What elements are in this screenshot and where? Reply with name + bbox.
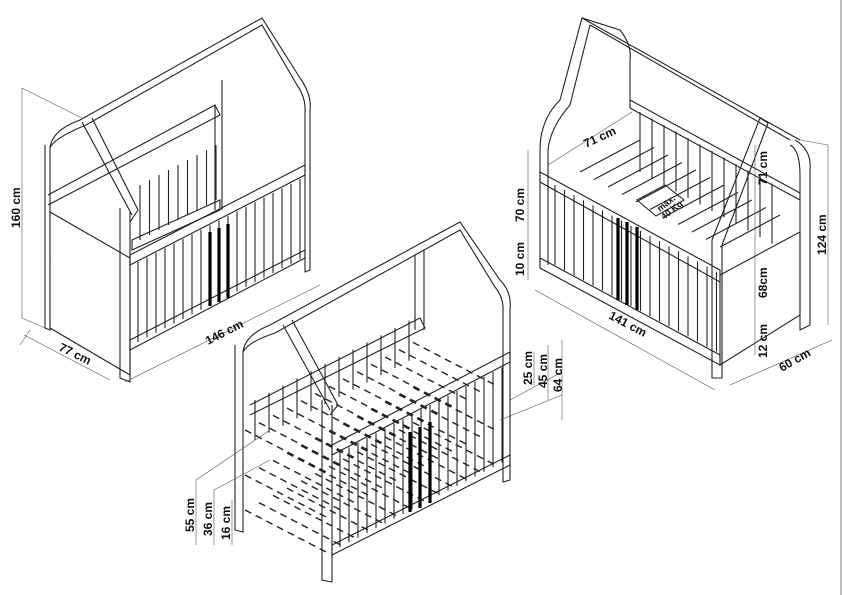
dimension-line — [499, 340, 563, 421]
dim-right-roof-height: 71 cm — [756, 151, 770, 185]
slat — [384, 356, 471, 402]
dim-left-height: 160 cm — [9, 187, 23, 228]
slat — [370, 363, 457, 409]
slat — [649, 177, 711, 210]
dim-right-upper-rail: 70 cm — [513, 188, 527, 222]
slat — [314, 392, 401, 439]
crib-right-bottom-rail — [539, 257, 721, 366]
slat — [677, 192, 739, 225]
dim-mid-25: 25 cm — [521, 351, 535, 385]
slat — [356, 415, 443, 462]
dim-mid-55: 55 cm — [183, 498, 197, 532]
crib-middle-slats — [254, 320, 503, 547]
slat — [621, 162, 683, 195]
slat — [328, 385, 415, 431]
crib-middle-front-post — [321, 400, 333, 583]
slat — [328, 465, 415, 511]
crib-right-back-rail — [629, 99, 801, 201]
crib-left-top-rail — [129, 164, 306, 266]
dim-left-length: 146 cm — [203, 317, 246, 348]
slat — [412, 421, 499, 468]
crib-right — [527, 17, 833, 391]
slat — [412, 341, 499, 388]
slat — [663, 184, 725, 218]
slat — [579, 139, 641, 173]
adjustable-base-positions — [244, 341, 499, 555]
slat — [314, 472, 401, 519]
mattress-base-slats — [579, 139, 781, 248]
slat — [244, 509, 331, 555]
dim-mid-36: 36 cm — [201, 502, 215, 536]
slat — [300, 400, 387, 446]
slat — [258, 422, 345, 468]
slat — [286, 452, 373, 498]
crib-left-back-post — [214, 80, 223, 210]
slat — [691, 199, 753, 233]
slat — [398, 429, 485, 475]
crib-middle-top-rail — [331, 351, 511, 456]
slat — [286, 407, 373, 453]
slat — [398, 349, 485, 395]
crib-left-back-rail — [47, 104, 221, 206]
weight-icon — [636, 184, 685, 217]
slat — [719, 214, 781, 248]
slat — [370, 443, 457, 489]
dim-mid-64: 64 cm — [551, 358, 565, 392]
crib-left-front-post — [119, 208, 131, 383]
crib-right-slats — [554, 112, 773, 352]
slat — [258, 502, 345, 548]
dim-right-side-height: 68cm — [756, 267, 770, 298]
dim-right-inner-width: 71 cm — [581, 124, 618, 151]
dim-mid-16: 16 cm — [219, 506, 233, 540]
crib-left-slats — [137, 145, 301, 342]
slat — [705, 207, 767, 240]
slat — [314, 437, 401, 484]
dim-right-floor-clearance: 12 cm — [756, 324, 770, 358]
slat — [607, 154, 669, 188]
dim-mid-45: 45 cm — [536, 354, 550, 388]
slat — [300, 480, 387, 526]
dim-right-depth: 60 cm — [777, 345, 813, 374]
crib-left-bottom-rail — [129, 249, 306, 351]
slat — [272, 494, 359, 541]
slat — [593, 147, 655, 180]
dimension-line — [19, 284, 321, 383]
slat — [384, 436, 471, 482]
dim-right-lower-gap: 10 cm — [513, 242, 527, 276]
slat — [356, 370, 443, 417]
slat — [412, 386, 499, 433]
dimension-line — [534, 111, 833, 391]
crib-right-top-rail — [539, 171, 721, 283]
crib-right-end-post — [789, 139, 811, 331]
slat — [356, 450, 443, 497]
crib-middle-frame — [234, 221, 511, 533]
slat — [384, 401, 471, 447]
crib-middle-back-rail — [249, 317, 426, 416]
slat — [286, 487, 373, 533]
dimension-line — [527, 139, 829, 355]
dimension-line — [195, 429, 271, 545]
crib-left-mattress-rail — [131, 199, 221, 251]
slat — [398, 394, 485, 440]
crib-left-frame — [44, 17, 311, 331]
crib-right-roof-ridge — [581, 17, 801, 141]
slat — [258, 467, 345, 513]
crib-middle-back-post — [414, 250, 425, 330]
slat — [328, 430, 415, 476]
slat — [300, 445, 387, 491]
crib-left — [19, 17, 321, 383]
slat — [342, 423, 429, 469]
slat — [370, 408, 457, 454]
slat — [342, 378, 429, 424]
slat — [244, 474, 331, 520]
slat — [272, 414, 359, 461]
crib-left-roof-beam — [81, 117, 139, 223]
crib-right-front-post — [711, 117, 769, 379]
slat — [342, 458, 429, 504]
dim-right-total-height: 124 cm — [815, 214, 829, 255]
dimension-line — [21, 87, 83, 329]
slat — [272, 459, 359, 506]
crib-middle — [195, 221, 563, 583]
